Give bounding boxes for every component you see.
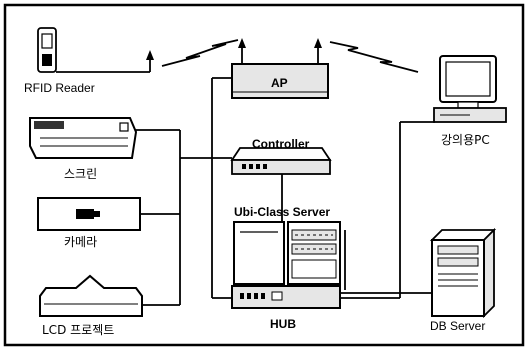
camera-icon bbox=[38, 198, 140, 230]
projection-screen-icon bbox=[30, 118, 136, 158]
lecture-pc-label: 강의용PC bbox=[441, 133, 490, 147]
hub-label: HUB bbox=[270, 317, 296, 331]
db-server: DB Server bbox=[430, 230, 494, 333]
wireless-link-rfid-icon bbox=[162, 40, 238, 66]
tower-server-icon bbox=[432, 230, 494, 316]
screen: 스크린 bbox=[30, 118, 136, 181]
network-hub-icon bbox=[232, 286, 340, 308]
rfid-reader: RFID Reader bbox=[24, 28, 154, 95]
pda-icon bbox=[38, 28, 154, 72]
lcd-projector-label: LCD 프로젝트 bbox=[42, 323, 114, 337]
controller: Controller bbox=[232, 137, 330, 174]
lcd-projector: LCD 프로젝트 bbox=[40, 276, 142, 337]
screen-label: 스크린 bbox=[64, 167, 97, 181]
hub: HUB bbox=[232, 286, 340, 331]
ap-label: AP bbox=[271, 76, 288, 90]
rfid-reader-label: RFID Reader bbox=[24, 81, 95, 95]
db-server-label: DB Server bbox=[430, 319, 485, 333]
wireless-link-pc-icon bbox=[330, 42, 418, 72]
desktop-pc-icon bbox=[434, 56, 506, 122]
projector-icon bbox=[40, 276, 142, 316]
camera-label: 카메라 bbox=[64, 235, 97, 249]
ubi-class-server: Ubi-Class Server bbox=[234, 205, 340, 284]
controller-box-icon bbox=[232, 148, 330, 174]
server-rack-icon bbox=[234, 222, 340, 284]
lecture-pc: 강의용PC bbox=[434, 56, 506, 147]
camera: 카메라 bbox=[38, 198, 140, 249]
access-point: AP bbox=[232, 38, 328, 98]
ubi-class-server-label: Ubi-Class Server bbox=[234, 205, 330, 219]
